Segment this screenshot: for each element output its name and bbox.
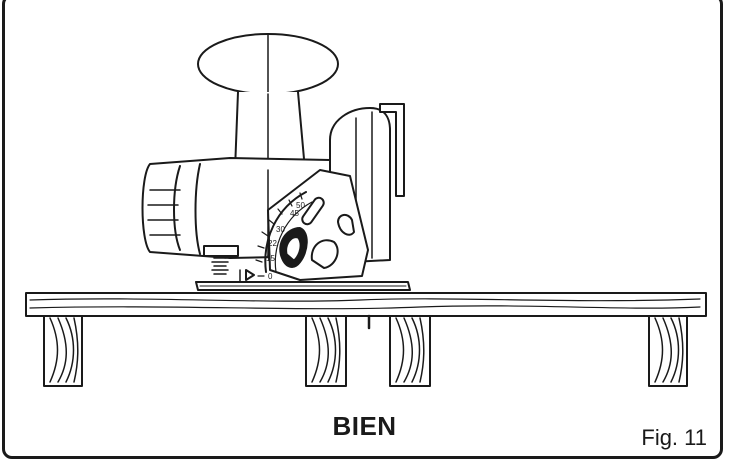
- bevel-label-45: 45: [290, 209, 299, 218]
- bevel-label-0: 0: [268, 272, 273, 281]
- support-block-icon: [648, 312, 688, 387]
- bevel-label-50: 50: [296, 201, 305, 210]
- bevel-label-30: 30: [276, 225, 285, 234]
- wood-board-icon: [25, 292, 707, 317]
- circular-saw-icon: [141, 33, 411, 291]
- caption-label: BIEN: [332, 411, 397, 441]
- support-block-icon: [43, 312, 83, 387]
- bevel-label-15: 15: [266, 254, 275, 263]
- bevel-label-22: 22: [268, 239, 277, 248]
- support-block-icon: [305, 312, 347, 387]
- figure-number: Fig. 11: [641, 425, 707, 450]
- support-block-icon: [389, 312, 431, 387]
